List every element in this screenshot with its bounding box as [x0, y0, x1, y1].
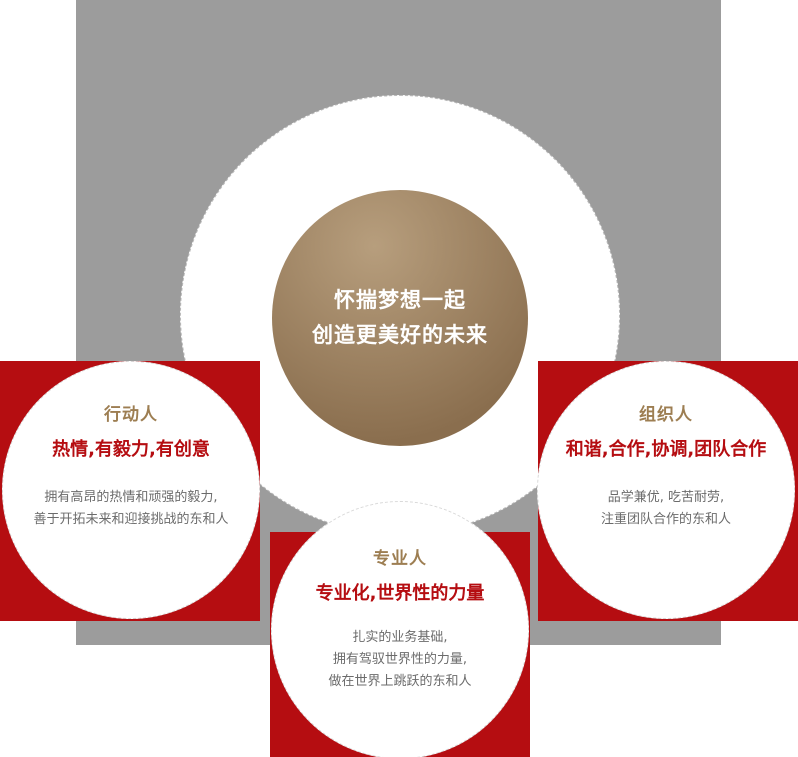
talent-card-description: 品学兼优, 吃苦耐劳, 注重团队合作的东和人: [600, 490, 731, 528]
talent-card-title: 组织人: [639, 405, 693, 425]
talent-card-professional: 专业人 专业化,世界性的力量 扎实的业务基础, 拥有驾驭世界性的力量, 做在世界…: [271, 501, 529, 757]
talent-card-action: 行动人 热情,有毅力,有创意 拥有高昂的热情和顽强的毅力, 善于开拓未来和迎接挑…: [2, 361, 260, 619]
vision-center-circle: 怀揣梦想一起 创造更美好的未来: [272, 190, 528, 446]
talent-card-description: 拥有高昂的热情和顽强的毅力, 善于开拓未来和迎接挑战的东和人: [33, 490, 229, 528]
talent-card-subtitle: 热情,有毅力,有创意: [52, 439, 210, 460]
talent-card-subtitle: 专业化,世界性的力量: [315, 583, 485, 604]
talent-card-organization: 组织人 和谐,合作,协调,团队合作 品学兼优, 吃苦耐劳, 注重团队合作的东和人: [537, 361, 795, 619]
talent-card-title: 专业人: [373, 549, 427, 569]
talent-card-subtitle: 和谐,合作,协调,团队合作: [565, 439, 767, 460]
talent-card-description: 扎实的业务基础, 拥有驾驭世界性的力量, 做在世界上跳跃的东和人: [328, 630, 472, 690]
vision-statement: 怀揣梦想一起 创造更美好的未来: [312, 288, 488, 347]
talent-card-title: 行动人: [104, 405, 158, 425]
